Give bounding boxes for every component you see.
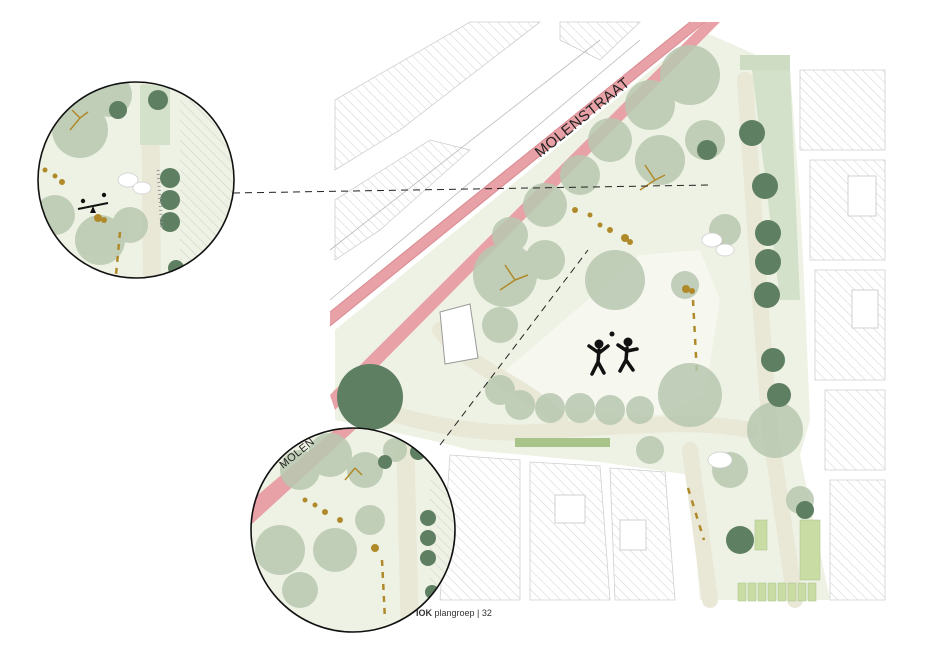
play-elements [572, 207, 695, 294]
molenstraat-road [329, 21, 720, 410]
page-footer: IOK plangroep | 32 [416, 608, 492, 618]
bollard-lines [686, 299, 706, 541]
detail-magnifier-top [37, 81, 235, 279]
tree-canopies-dark [337, 120, 814, 554]
footer-page-text: plangroep | 32 [432, 608, 492, 618]
pavilion-building [439, 303, 479, 365]
boulders [701, 232, 735, 469]
playing-children-icon [587, 331, 639, 376]
footer-brand: IOK [416, 608, 433, 618]
parking-bays [737, 519, 821, 602]
building-blocks [334, 21, 886, 601]
detail-leader-lines [232, 184, 709, 446]
tree-trunk-marks [499, 164, 666, 291]
seesaw-icon [77, 192, 109, 213]
tree-canopies-light [473, 45, 814, 514]
detail-magnifier-bottom: MOLEN [250, 427, 456, 633]
